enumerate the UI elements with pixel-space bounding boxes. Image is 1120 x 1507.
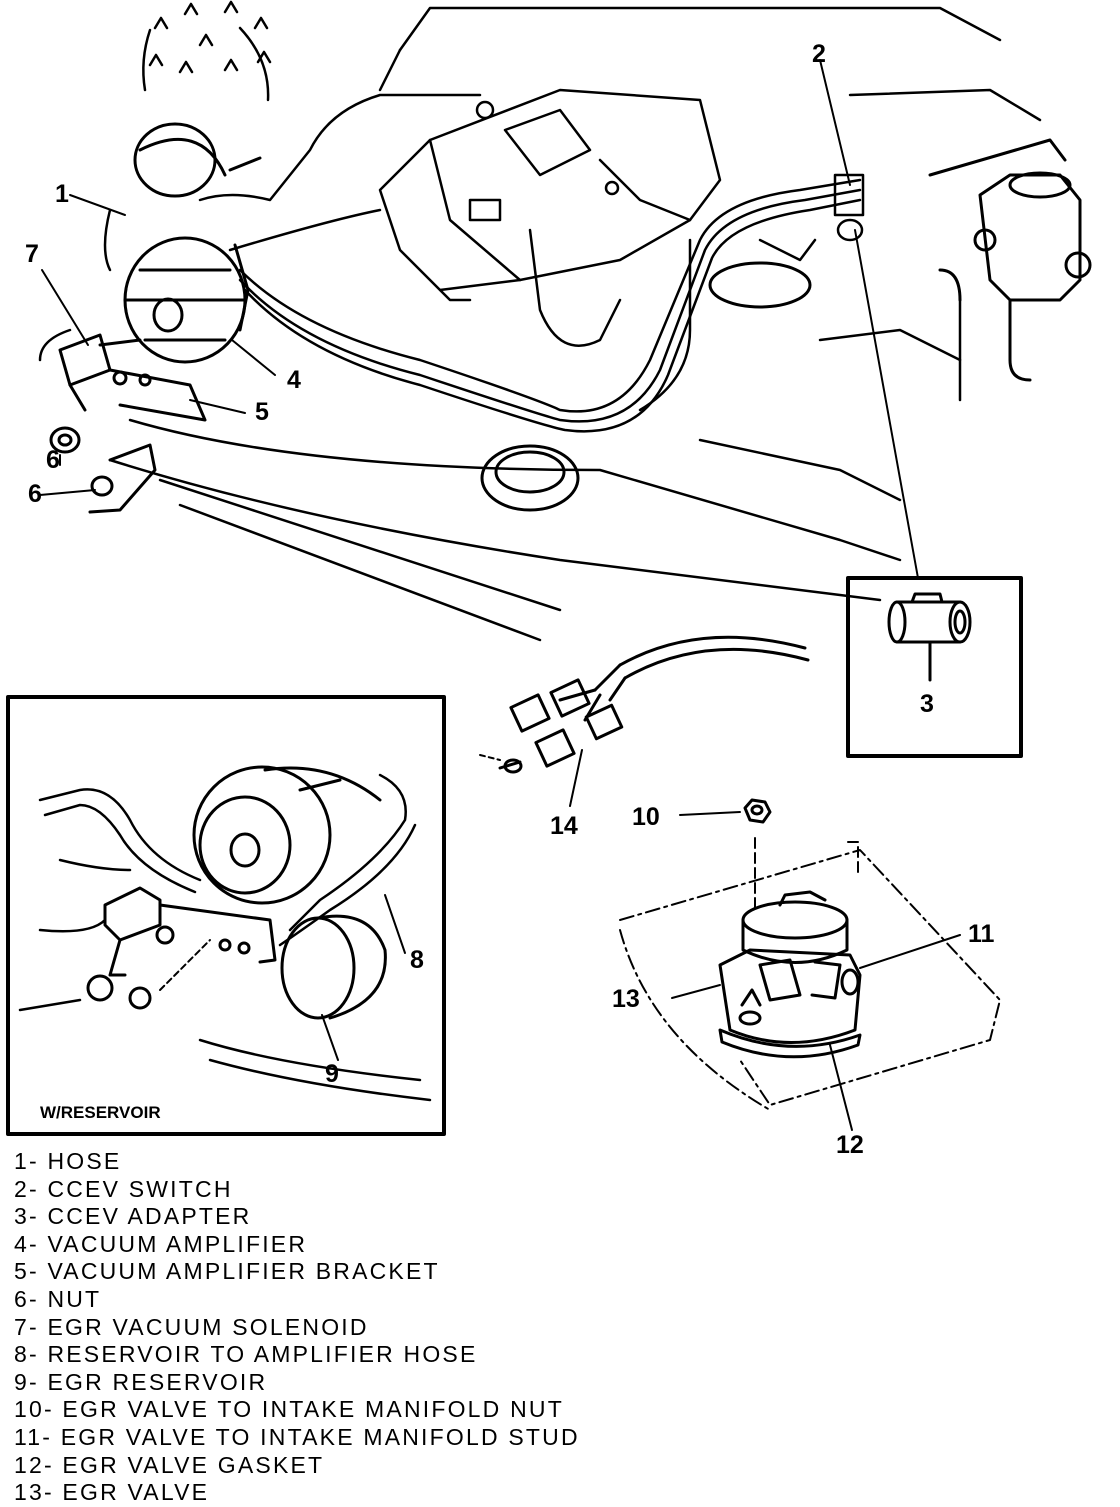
engine-main-view: 1 2 4 5 7 6 6 bbox=[25, 0, 1092, 642]
leader-lines-inset bbox=[321, 894, 406, 1061]
legend-item: 6- NUT bbox=[14, 1285, 102, 1312]
legend-item: 8- RESERVOIR TO AMPLIFIER HOSE bbox=[14, 1341, 478, 1368]
egr-valve-nut bbox=[743, 798, 772, 824]
oil-fill-cap bbox=[480, 444, 580, 512]
inset-hoses bbox=[18, 773, 432, 1102]
inset-caption: W/RESERVOIR bbox=[40, 1103, 161, 1122]
leader-lines-egr bbox=[671, 811, 961, 1131]
inset-solenoid-bracket bbox=[86, 886, 277, 1010]
connector-harness: 14 bbox=[479, 635, 810, 840]
canister bbox=[133, 122, 262, 198]
plug-boots bbox=[142, 0, 272, 102]
inset-vacuum-amplifier bbox=[192, 765, 382, 905]
legend-item: 4- VACUUM AMPLIFIER bbox=[14, 1230, 308, 1257]
legend-item: 7- EGR VACUUM SOLENOID bbox=[14, 1313, 369, 1340]
callout-6a: 6 bbox=[46, 446, 60, 474]
legend-item: 2- CCEV SWITCH bbox=[14, 1175, 233, 1202]
nut-6-parts bbox=[49, 426, 157, 514]
callout-9: 9 bbox=[325, 1060, 339, 1088]
breather bbox=[708, 261, 812, 309]
carburetor bbox=[378, 88, 722, 302]
legend-item: 3- CCEV ADAPTER bbox=[14, 1203, 252, 1230]
legend-item: 11- EGR VALVE TO INTAKE MANIFOLD STUD bbox=[14, 1423, 580, 1450]
callout-4: 4 bbox=[287, 366, 301, 394]
ccev-switch-body bbox=[833, 173, 865, 217]
ccev-adapter bbox=[887, 592, 972, 682]
legend-item: 9- EGR RESERVOIR bbox=[14, 1368, 268, 1395]
egr-valve bbox=[718, 890, 862, 1044]
wiring-harness bbox=[38, 93, 865, 433]
ccev-adapter-inset: 3 bbox=[846, 576, 1023, 758]
legend-item: 1- HOSE bbox=[14, 1148, 122, 1174]
callout-11: 11 bbox=[968, 920, 995, 948]
inset-egr-reservoir bbox=[280, 914, 387, 1020]
callout-5: 5 bbox=[255, 398, 269, 426]
egr-valve-assembly: 10 11 12 13 bbox=[612, 798, 1001, 1159]
leader-lines-main bbox=[39, 59, 919, 579]
callout-7: 7 bbox=[25, 240, 39, 268]
parts-legend: 1- HOSE 2- CCEV SWITCH 3- CCEV ADAPTER 4… bbox=[14, 1148, 1014, 1507]
callout-3: 3 bbox=[920, 690, 934, 718]
legend-item: 5- VACUUM AMPLIFIER BRACKET bbox=[14, 1258, 440, 1285]
egr-valve-gasket bbox=[718, 1028, 862, 1059]
callout-13: 13 bbox=[612, 985, 640, 1013]
callouts-main: 1 2 4 5 7 6 6 bbox=[25, 40, 826, 508]
legend-item: 12- EGR VALVE GASKET bbox=[14, 1451, 325, 1478]
engine-block bbox=[108, 6, 1042, 642]
air-pump-assembly bbox=[708, 138, 1092, 382]
callout-6b: 6 bbox=[28, 480, 42, 508]
reservoir-inset: 8 9 W/RESERVOIR bbox=[6, 695, 446, 1136]
callout-1: 1 bbox=[55, 180, 69, 208]
callout-10: 10 bbox=[632, 803, 660, 831]
legend-item: 10- EGR VALVE TO INTAKE MANIFOLD NUT bbox=[14, 1396, 564, 1423]
legend-item: 13- EGR VALVE bbox=[14, 1479, 210, 1506]
callout-12: 12 bbox=[836, 1131, 864, 1159]
callout-14: 14 bbox=[550, 812, 578, 840]
callout-2: 2 bbox=[812, 40, 826, 68]
callout-8: 8 bbox=[410, 946, 424, 974]
vacuum-amplifier bbox=[123, 236, 250, 364]
egr-vacuum-solenoid bbox=[58, 333, 207, 422]
